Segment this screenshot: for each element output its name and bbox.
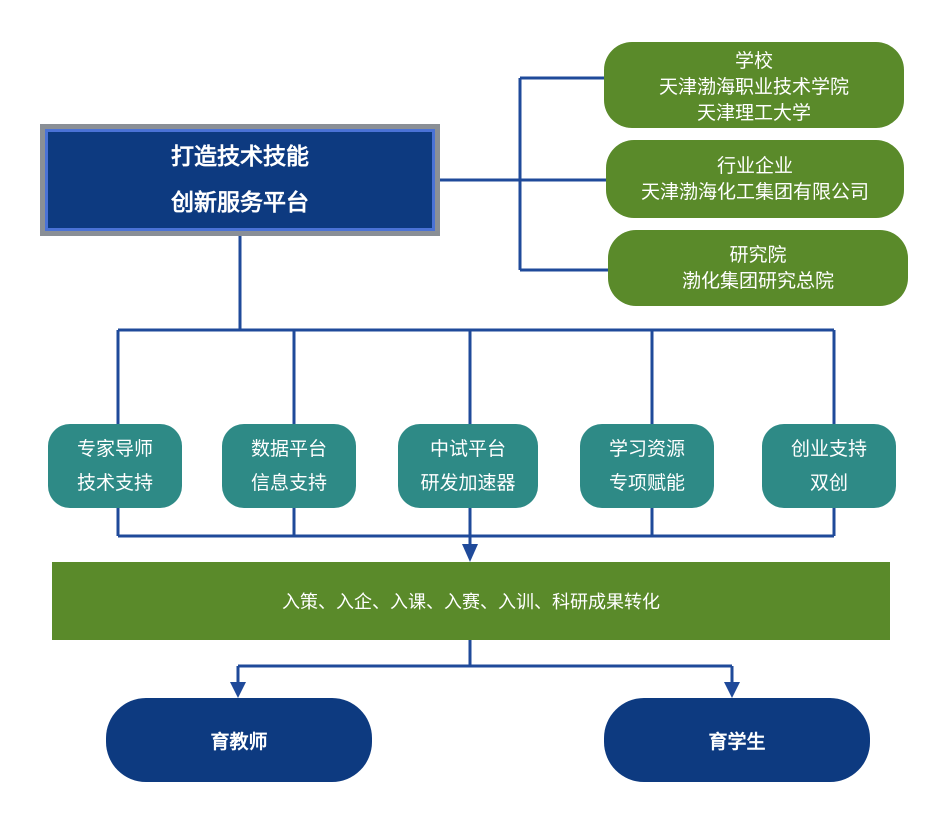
partner-school-category: 学校	[734, 50, 773, 72]
support-learning-line1: 学习资源	[608, 438, 685, 460]
support-startup-box: 创业支持 双创	[762, 424, 896, 508]
partner-school-name-2: 天津理工大学	[696, 102, 811, 124]
platform-title-line1: 打造技术技能	[171, 144, 309, 170]
partner-school-box: 学校 天津渤海职业技术学院 天津理工大学	[604, 42, 904, 128]
support-startup-line1: 创业支持	[790, 438, 867, 460]
transformation-bar-label: 入策、入企、入课、入赛、入训、科研成果转化	[282, 592, 660, 613]
outcome-teacher-pill: 育教师	[106, 698, 372, 782]
support-expert-line1: 专家导师	[76, 438, 153, 460]
partner-research-box: 研究院 渤化集团研究总院	[608, 230, 908, 306]
support-expert-box: 专家导师 技术支持	[48, 424, 182, 508]
support-data-line1: 数据平台	[250, 438, 327, 460]
partner-school-name-1: 天津渤海职业技术学院	[658, 76, 849, 98]
partner-research-name: 渤化集团研究总院	[681, 270, 834, 292]
support-learning-line2: 专项赋能	[608, 472, 685, 494]
outcome-student-label: 育学生	[708, 730, 766, 753]
support-pilot-box: 中试平台 研发加速器	[398, 424, 538, 508]
support-expert-line2: 技术支持	[76, 472, 153, 494]
arrowhead-to-bar	[462, 544, 478, 562]
partner-research-category: 研究院	[729, 244, 787, 266]
platform-title-box: 打造技术技能 创新服务平台	[40, 124, 440, 236]
arrowhead-to-teacher	[230, 682, 246, 698]
outcome-student-pill: 育学生	[604, 698, 870, 782]
outcome-teacher-label: 育教师	[210, 730, 268, 753]
transformation-bar: 入策、入企、入课、入赛、入训、科研成果转化	[52, 562, 890, 640]
support-startup-line2: 双创	[809, 472, 848, 494]
support-pilot-line1: 中试平台	[429, 438, 506, 460]
support-data-box: 数据平台 信息支持	[222, 424, 356, 508]
platform-title-inner: 打造技术技能 创新服务平台	[45, 129, 435, 231]
partner-industry-category: 行业企业	[716, 155, 793, 177]
support-pilot-line2: 研发加速器	[420, 472, 516, 494]
platform-title-line2: 创新服务平台	[171, 190, 309, 216]
support-data-line2: 信息支持	[250, 472, 327, 494]
arrowhead-to-student	[724, 682, 740, 698]
partner-industry-box: 行业企业 天津渤海化工集团有限公司	[606, 140, 904, 218]
support-learning-box: 学习资源 专项赋能	[580, 424, 714, 508]
partner-industry-name: 天津渤海化工集团有限公司	[640, 181, 869, 203]
